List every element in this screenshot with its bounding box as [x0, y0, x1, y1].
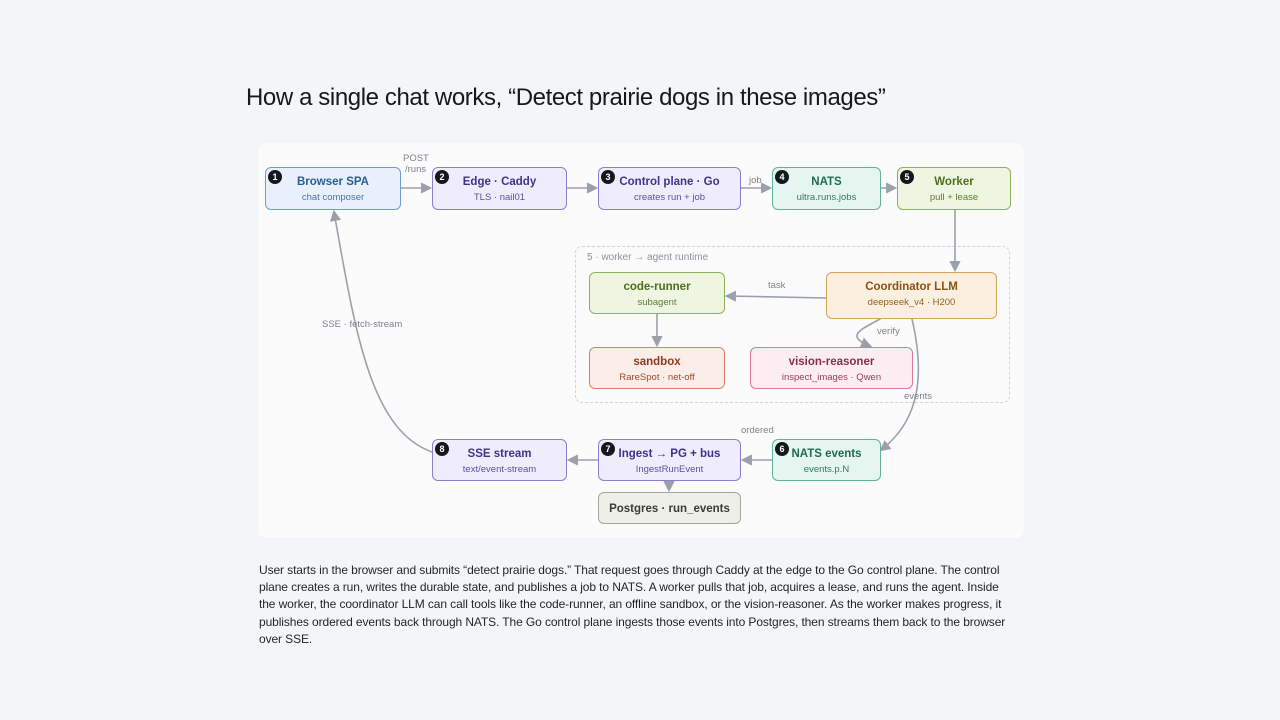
- node-title: SSE stream: [467, 448, 532, 460]
- page-title: How a single chat works, “Detect prairie…: [246, 84, 886, 111]
- edge-label-ordered: ordered: [741, 425, 774, 436]
- node-control-plane: 3 Control plane · Go creates run + job: [598, 167, 741, 210]
- node-subtitle: subagent: [637, 297, 677, 308]
- node-subtitle: text/event-stream: [462, 464, 537, 475]
- node-title: Coordinator LLM: [865, 281, 958, 293]
- node-subtitle: creates run + job: [633, 192, 706, 203]
- node-title: Browser SPA: [296, 176, 369, 188]
- arrow-coordinator-to-code-runner: [724, 290, 827, 302]
- node-subtitle: events.p.N: [803, 464, 850, 475]
- node-subtitle: ultra.runs.jobs: [796, 192, 857, 203]
- step-badge: 7: [601, 442, 615, 456]
- node-subtitle: RareSpot · net-off: [619, 372, 695, 383]
- step-badge: 8: [435, 442, 449, 456]
- node-title: vision-reasoner: [788, 356, 875, 368]
- step-badge: 4: [775, 170, 789, 184]
- arrow-sse-to-browser: [330, 209, 433, 453]
- step-badge: 1: [268, 170, 282, 184]
- step-badge: 2: [435, 170, 449, 184]
- node-title: Postgres · run_events: [609, 503, 730, 515]
- node-nats-events: 6 NATS events events.p.N: [772, 439, 881, 481]
- agent-runtime-group: [575, 246, 1010, 403]
- node-edge-caddy: 2 Edge · Caddy TLS · nail01: [432, 167, 567, 210]
- edge-label-verify: verify: [877, 326, 900, 337]
- edge-label-post: POST: [403, 153, 429, 164]
- node-subtitle: deepseek_v4 · H200: [867, 297, 956, 308]
- node-code-runner: code-runner subagent: [589, 272, 725, 314]
- step-badge: 6: [775, 442, 789, 456]
- agent-runtime-group-label: 5 · worker → agent runtime: [587, 252, 709, 263]
- node-sandbox: sandbox RareSpot · net-off: [589, 347, 725, 389]
- node-vision-reasoner: vision-reasoner inspect_images · Qwen: [750, 347, 913, 389]
- node-subtitle: pull + lease: [929, 192, 979, 203]
- edge-label-runs: /runs: [405, 164, 427, 175]
- node-subtitle: TLS · nail01: [473, 192, 526, 203]
- node-sse-stream: 8 SSE stream text/event-stream: [432, 439, 567, 481]
- arrow-coordinator-to-vision: [856, 318, 881, 348]
- step-badge: 3: [601, 170, 615, 184]
- node-subtitle: chat composer: [301, 192, 365, 203]
- node-browser-spa: 1 Browser SPA chat composer: [265, 167, 401, 210]
- edge-label-task: task: [768, 280, 786, 291]
- node-title: code-runner: [623, 281, 691, 293]
- node-nats: 4 NATS ultra.runs.jobs: [772, 167, 881, 210]
- node-title: sandbox: [633, 356, 681, 368]
- node-title: Control plane · Go: [619, 176, 720, 188]
- node-ingest: 7 Ingest → PG + bus IngestRunEvent: [598, 439, 741, 481]
- node-title: Edge · Caddy: [462, 176, 537, 188]
- node-coordinator-llm: Coordinator LLM deepseek_v4 · H200: [826, 272, 997, 319]
- node-worker: 5 Worker pull + lease: [897, 167, 1011, 210]
- node-postgres: Postgres · run_events: [598, 492, 741, 524]
- diagram-caption: User starts in the browser and submits “…: [259, 563, 1006, 646]
- edge-label-sse-fetch-stream: SSE · fetch-stream: [322, 319, 403, 330]
- node-subtitle: inspect_images · Qwen: [781, 372, 882, 383]
- node-subtitle: IngestRunEvent: [635, 464, 704, 475]
- arrow-coordinator-to-nats-events: [879, 318, 920, 452]
- step-badge: 5: [900, 170, 914, 184]
- node-title: Ingest → PG + bus: [618, 448, 721, 460]
- node-title: Worker: [934, 176, 974, 188]
- edge-label-events: events: [904, 391, 932, 402]
- edge-label-job: job: [749, 175, 762, 186]
- node-title: NATS events: [791, 448, 862, 460]
- node-title: NATS: [811, 176, 842, 188]
